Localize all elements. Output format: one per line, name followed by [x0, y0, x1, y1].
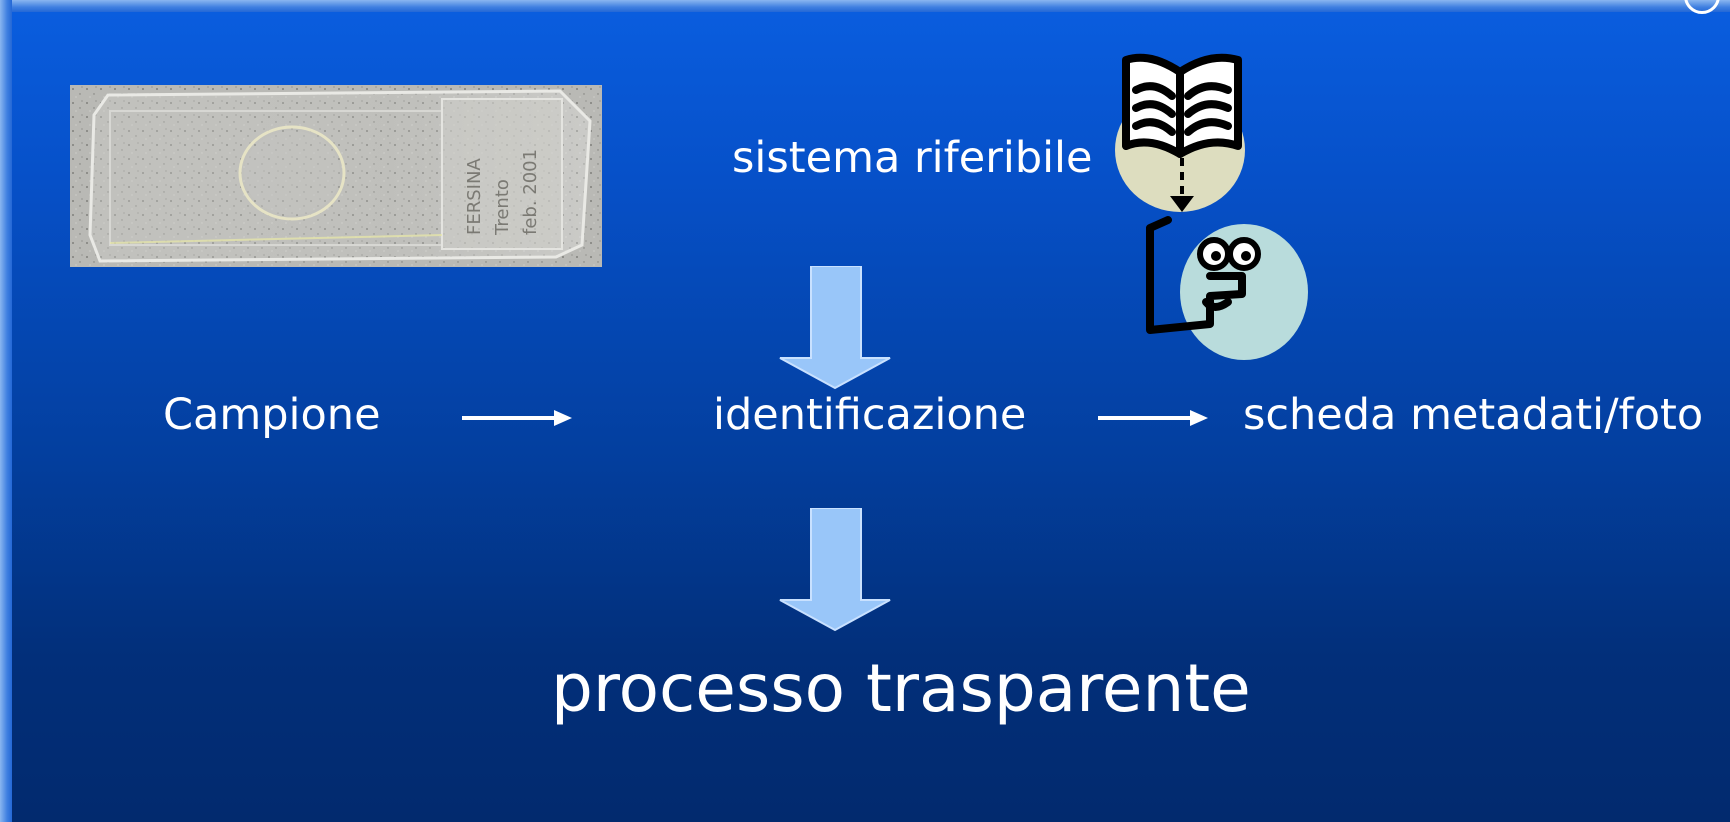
book-reader-clipart-icon: [1115, 53, 1308, 360]
sample-label: Campione: [163, 390, 381, 440]
handwriting-line-3: feb. 2001: [520, 149, 541, 235]
down-block-arrow-icon: [779, 266, 891, 390]
slide-handwriting: FERSINA Trento feb. 2001: [464, 149, 541, 236]
handwriting-line-1: FERSINA: [464, 158, 485, 235]
reference-system-label: sistema riferibile: [732, 133, 1093, 183]
right-arrow-icon: [462, 410, 572, 426]
down-block-arrow-icon: [779, 508, 891, 632]
result-title: processo trasparente: [551, 650, 1251, 727]
slide-frame-top: [0, 0, 1730, 12]
right-arrow-icon: [1098, 410, 1208, 426]
microscope-slide-photo: FERSINA Trento feb. 2001: [70, 85, 602, 267]
handwriting-line-2: Trento: [492, 179, 513, 236]
slide-frame-left: [0, 0, 12, 822]
identification-label: identificazione: [713, 390, 1027, 440]
metadata-card-label: scheda metadati/foto: [1243, 390, 1704, 440]
